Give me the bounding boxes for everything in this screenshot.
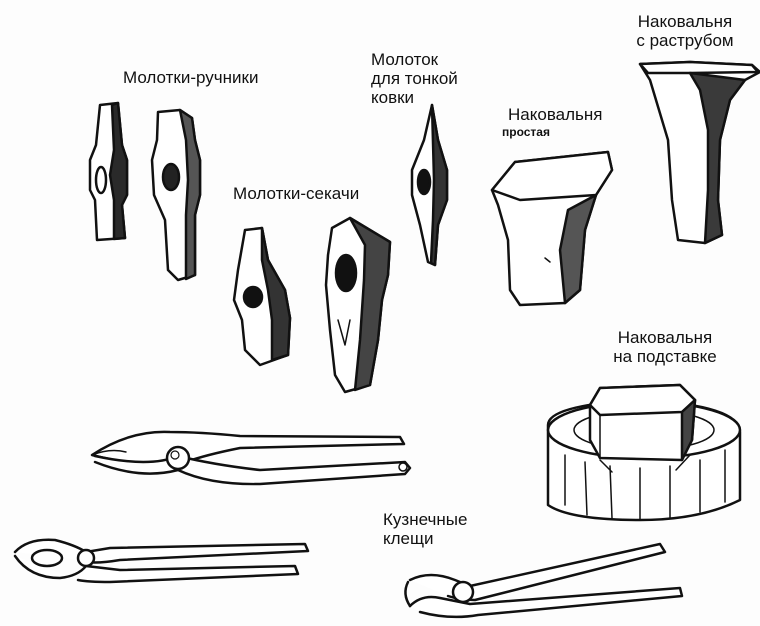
simple-anvil: [492, 152, 612, 305]
horn-anvil: [640, 62, 760, 243]
cutting-hammer-front: [234, 228, 290, 365]
tongs-upper: [92, 432, 410, 484]
label-hand-hammers: Молотки-ручники: [123, 68, 258, 87]
label-simple-anvil: Наковальня: [508, 105, 602, 124]
stand-anvil: [548, 385, 740, 520]
tongs-lower-right: [405, 544, 682, 617]
label-horn-anvil: Наковальня с раструбом: [620, 12, 750, 50]
label-tongs: Кузнечные клещи: [383, 510, 467, 548]
label-cutting-hammers: Молотки-секачи: [233, 184, 359, 203]
fine-forging-hammer: [412, 105, 447, 265]
hand-hammer-side: [152, 110, 200, 280]
cutting-hammer-side: [326, 218, 390, 392]
label-stand-anvil: Наковальня на подставке: [600, 328, 730, 366]
tongs-lower-left: [15, 540, 308, 582]
hand-hammer-front: [90, 103, 127, 240]
label-simple-anvil-sub: простая: [502, 125, 550, 139]
label-fine-forging-hammer: Молоток для тонкой ковки: [371, 50, 458, 107]
